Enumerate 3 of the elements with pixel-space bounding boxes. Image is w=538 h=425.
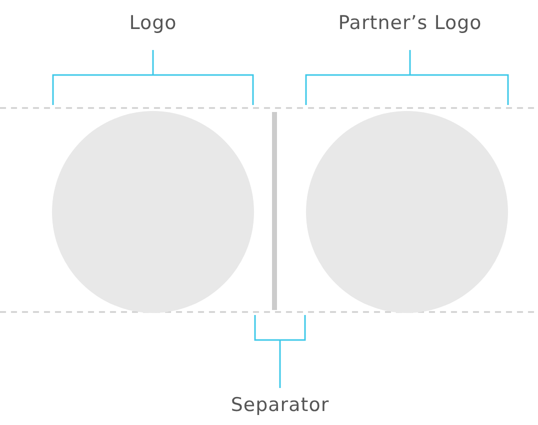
area-label: Partner’s Logo: [338, 12, 482, 34]
separator-label: Separator: [230, 394, 330, 416]
area-label: Logo: [129, 12, 177, 34]
